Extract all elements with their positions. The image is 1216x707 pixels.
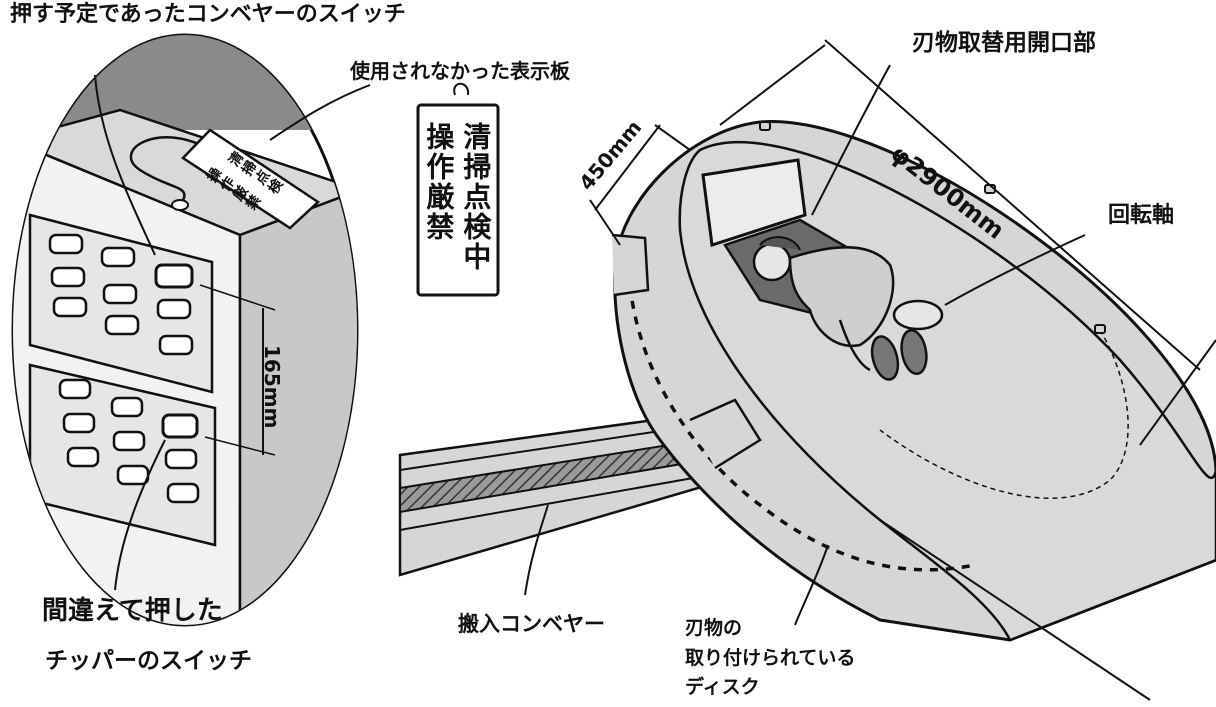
mini-sign [181,128,321,230]
blade-disc-hidden-edge [628,284,976,572]
label-blade-opening: 刃物取替用開口部 [912,30,1096,56]
label-blade-disc-3: ディスク [685,676,760,698]
label-height: 165mm [260,345,284,429]
worker-figure [752,236,928,381]
sign-text-left: 操作厳禁 [422,122,456,242]
label-conveyor-switch: 押す予定であったコンベヤーのスイッチ [10,2,406,27]
label-mistaken-switch-2: チッパーのスイッチ [45,648,252,674]
label-mistaken-switch-1: 間違えて押した [42,596,223,626]
label-blade-disc-2: 取り付けられている [685,647,856,669]
lower-buttons [58,378,200,504]
leader-lines [94,64,1086,626]
panel-side-face [238,188,357,625]
opening-lid [701,158,807,247]
sign-text-right: 清掃点検中 [459,122,493,272]
chipper-machine [611,120,1216,642]
control-panel-detail [11,33,359,627]
upper-buttons [48,233,194,356]
label-infeed-conveyor: 搬入コンベヤー [458,612,605,636]
label-unused-sign: 使用されなかった表示板 [350,59,570,83]
warning-sign [416,82,500,297]
sign-cable [129,136,211,206]
blade-disc-outline [879,329,1129,499]
label-rotation-axis: 回転軸 [1108,203,1175,228]
rotation-axis-hub [892,299,944,331]
label-blade-disc-1: 刃物の [685,617,743,639]
dimension-lines [589,39,1216,701]
